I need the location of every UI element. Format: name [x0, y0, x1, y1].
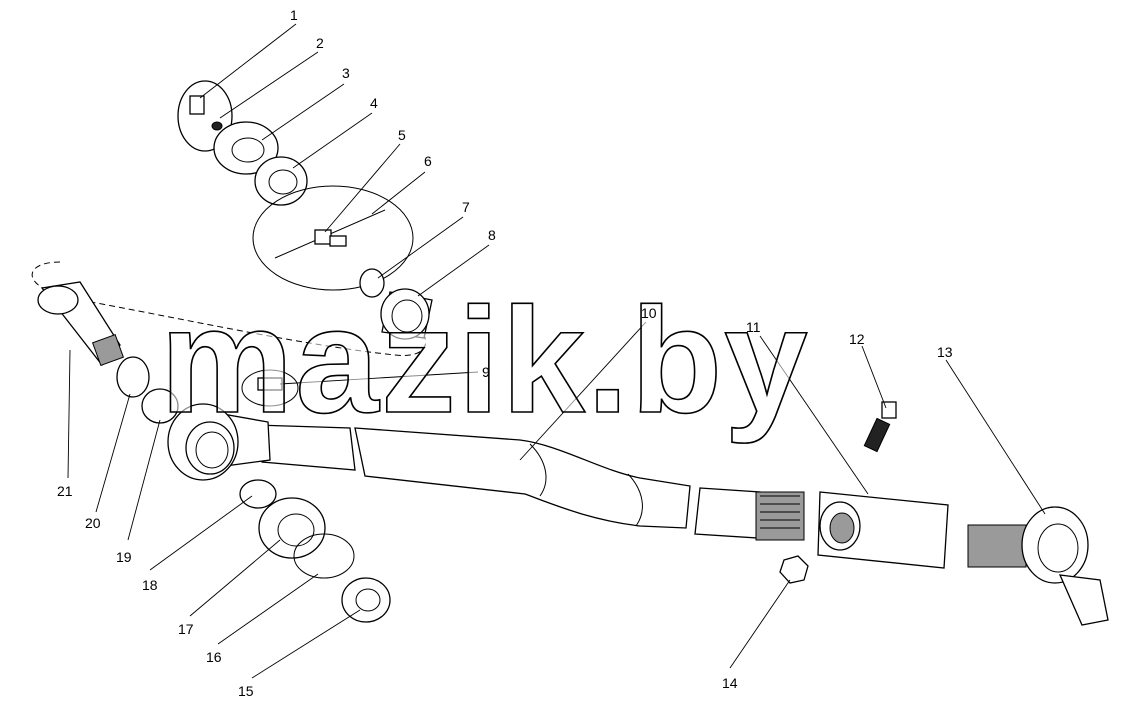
- callout-13: 13: [937, 344, 953, 360]
- callout-18: 18: [142, 577, 158, 593]
- hex-nut: [779, 555, 809, 584]
- ball-pin: [37, 281, 125, 367]
- callout-20: 20: [85, 515, 101, 531]
- clamp-bolt: [863, 401, 897, 453]
- callout-6: 6: [424, 153, 432, 169]
- callout-15: 15: [238, 683, 254, 699]
- callout-17: 17: [178, 621, 194, 637]
- callout-5: 5: [398, 127, 406, 143]
- cover-plate: [177, 80, 233, 152]
- threaded-end: [755, 491, 805, 541]
- tie-rod-tube: [254, 424, 761, 539]
- callout-1: 1: [290, 7, 298, 23]
- right-ball-joint: [967, 506, 1109, 626]
- callout-3: 3: [342, 65, 350, 81]
- o-ring: [116, 356, 150, 398]
- cotter-pin-group: [252, 185, 414, 291]
- callout-21: 21: [57, 483, 73, 499]
- clamp-sleeve: [817, 491, 949, 569]
- callout-4: 4: [370, 95, 378, 111]
- callout-8: 8: [488, 227, 496, 243]
- nut-ring: [254, 156, 308, 206]
- gasket-ring: [213, 121, 279, 175]
- callout-10: 10: [641, 305, 657, 321]
- leader-lines: [67, 23, 1046, 679]
- disc: [359, 268, 385, 298]
- watermark: mazik.by: [160, 276, 810, 444]
- callout-14: 14: [722, 675, 738, 691]
- callout-11: 11: [746, 319, 761, 335]
- seal-ring: [141, 388, 179, 424]
- callout-7: 7: [462, 199, 470, 215]
- left-ball-joint: [167, 403, 271, 481]
- callout-16: 16: [206, 649, 222, 665]
- callout-9: 9: [482, 364, 490, 380]
- small-ring: [239, 479, 277, 509]
- castle-nut: [341, 577, 391, 623]
- callout-2: 2: [316, 35, 324, 51]
- callout-12: 12: [849, 331, 865, 347]
- bushing: [380, 288, 433, 340]
- boot: [258, 497, 326, 559]
- clamp-ring: [293, 533, 355, 579]
- dashed-group-outline: [31, 261, 427, 356]
- callout-19: 19: [116, 549, 132, 565]
